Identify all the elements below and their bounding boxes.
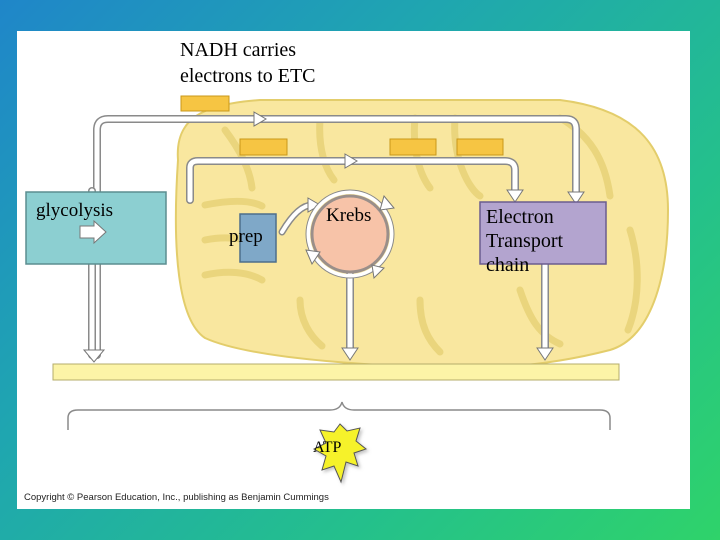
krebs-cycle — [305, 189, 395, 280]
nadh-label: NADH carries electrons to ETC — [180, 37, 316, 89]
krebs-cycle-arrowhead-3 — [305, 249, 321, 266]
nadh-bar-prep — [239, 138, 288, 156]
prep-label: prep — [229, 226, 263, 247]
arrowhead-etc-down — [536, 347, 554, 361]
nadh-bar-krebs-2 — [456, 138, 504, 156]
arrowhead-to-etc-right — [567, 191, 585, 205]
krebs-cycle-arrowhead-2 — [371, 264, 385, 280]
krebs-label: Krebs — [326, 205, 372, 226]
krebs-cycle-arrowhead-1 — [379, 194, 395, 211]
copyright-text: Copyright © Pearson Education, Inc., pub… — [24, 492, 329, 503]
nadh-bars — [180, 95, 504, 156]
nadh-bar-krebs-1 — [389, 138, 437, 156]
pathway-arrows — [88, 115, 580, 359]
etc-label-line-3: chain — [486, 254, 530, 276]
nadh-bar-glycolysis — [180, 95, 230, 112]
nadh-label-line-2: electrons to ETC — [180, 65, 316, 87]
krebs-circle — [310, 194, 390, 274]
atp-brace — [67, 401, 611, 430]
etc-label-line-2: Transport — [486, 230, 564, 252]
arrowhead-glycolysis-down — [82, 349, 106, 363]
arrowhead-krebs-down — [341, 347, 359, 361]
etc-label-line-1: Electron — [486, 206, 554, 228]
atp-starburst — [312, 423, 368, 484]
atp-label: ATP — [313, 439, 342, 456]
etc-label: Electron Transport chain — [486, 205, 563, 277]
arrow-heads — [82, 111, 585, 363]
arrowhead-to-etc-left — [506, 189, 524, 203]
arrowhead-outer-top — [253, 111, 267, 127]
glycolysis-arrow-icon — [79, 219, 107, 245]
arrowhead-inner-top — [344, 153, 358, 169]
prep-box — [239, 213, 277, 263]
glycolysis-label: glycolysis — [36, 200, 114, 221]
etc-box — [479, 201, 607, 265]
atp-bar — [52, 363, 620, 381]
nadh-label-line-1: NADH carries — [180, 39, 297, 61]
